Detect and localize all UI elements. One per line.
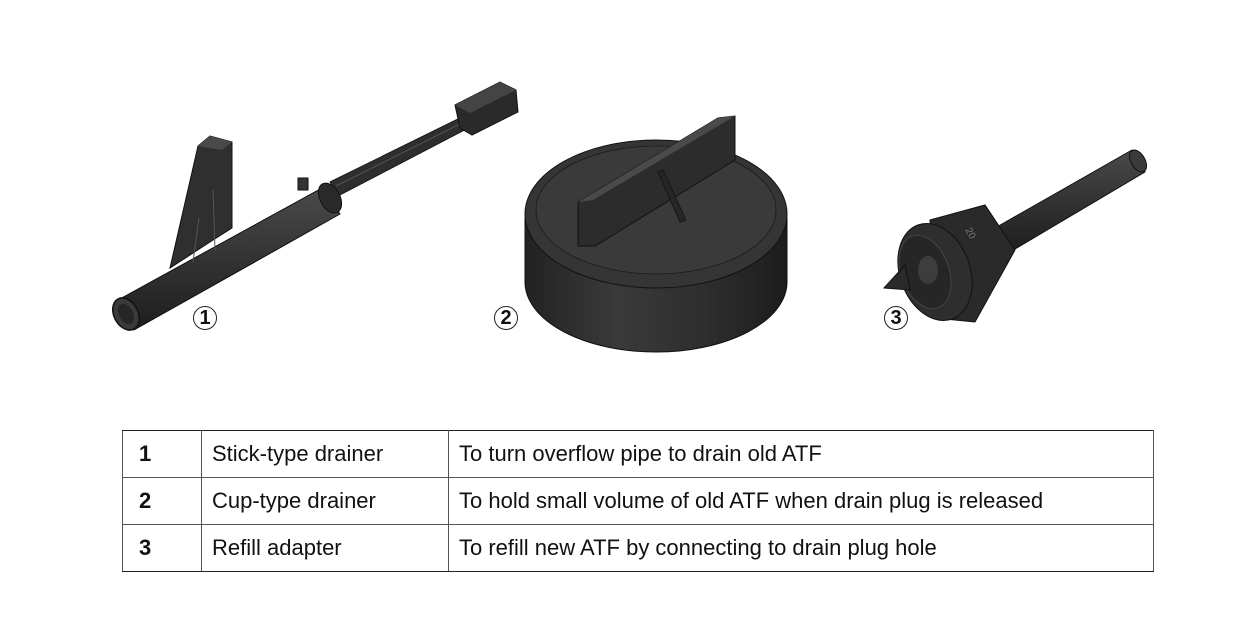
adapter-size-marking: 20 bbox=[962, 226, 977, 242]
tools-illustration: 20 bbox=[111, 81, 1148, 353]
callout-1: 1 bbox=[193, 306, 217, 330]
part-description: To hold small volume of old ATF when dra… bbox=[448, 477, 1154, 525]
refill-adapter-icon: 20 bbox=[882, 149, 1148, 323]
parts-legend-table: 1 Stick-type drainer To turn overflow pi… bbox=[122, 430, 1154, 572]
part-number: 2 bbox=[122, 477, 202, 525]
table-row: 3 Refill adapter To refill new ATF by co… bbox=[122, 524, 1154, 572]
callout-3: 3 bbox=[884, 306, 908, 330]
stick-type-drainer-icon bbox=[111, 81, 519, 331]
table-row: 2 Cup-type drainer To hold small volume … bbox=[122, 477, 1154, 525]
part-name: Refill adapter bbox=[201, 524, 449, 572]
part-name: Cup-type drainer bbox=[201, 477, 449, 525]
part-number: 1 bbox=[122, 430, 202, 478]
callout-2: 2 bbox=[494, 306, 518, 330]
part-number: 3 bbox=[122, 524, 202, 572]
cup-type-drainer-icon bbox=[524, 115, 788, 353]
part-name: Stick-type drainer bbox=[201, 430, 449, 478]
part-description: To turn overflow pipe to drain old ATF bbox=[448, 430, 1154, 478]
part-description: To refill new ATF by connecting to drain… bbox=[448, 524, 1154, 572]
table-row: 1 Stick-type drainer To turn overflow pi… bbox=[122, 430, 1154, 478]
